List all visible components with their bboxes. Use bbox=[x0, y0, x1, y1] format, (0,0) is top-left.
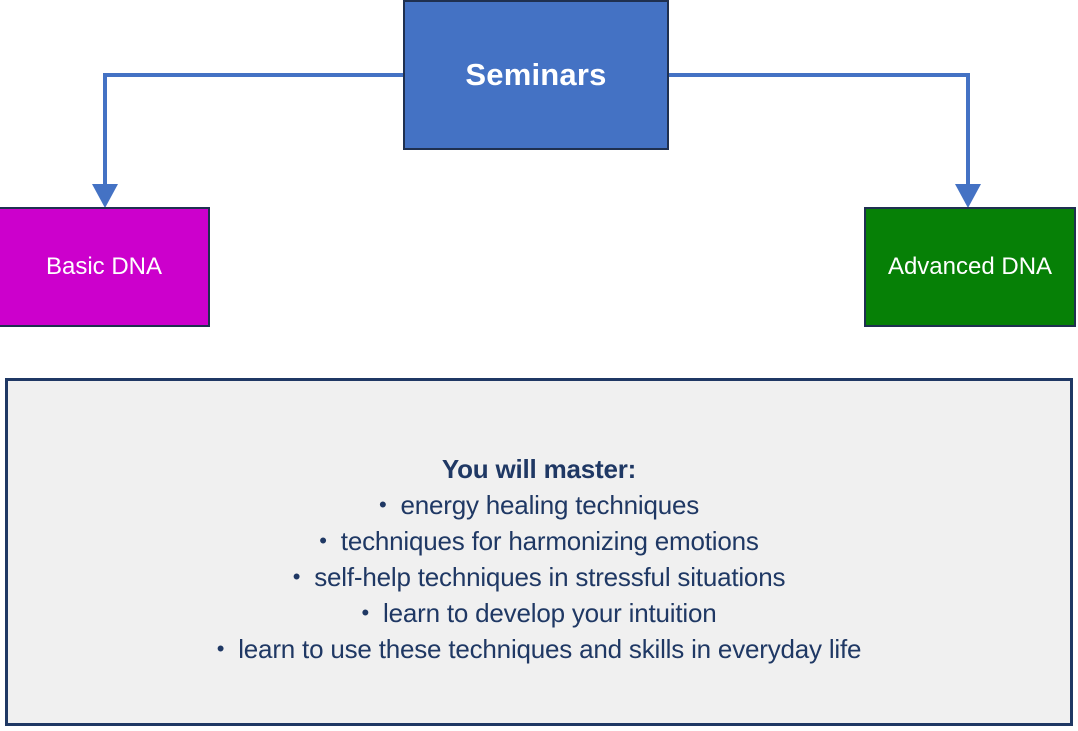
node-advanced-dna[interactable]: Advanced DNA bbox=[864, 207, 1076, 327]
info-panel: You will master: • energy healing techniq… bbox=[5, 378, 1073, 726]
node-seminars[interactable]: Seminars bbox=[403, 0, 669, 150]
node-seminars-label: Seminars bbox=[465, 57, 607, 93]
benefit-item-label: techniques for harmonizing emotions bbox=[340, 526, 759, 556]
info-panel-heading: You will master: bbox=[441, 454, 637, 484]
bullet-dot-icon: • bbox=[292, 564, 301, 589]
connector-seminars-to-advanced bbox=[669, 73, 970, 192]
bullet-dot-icon: • bbox=[319, 528, 327, 553]
benefit-item: • learn to develop your intuition bbox=[8, 595, 1070, 631]
bullet-dot-icon: • bbox=[216, 636, 225, 661]
bullet-dot-icon: • bbox=[361, 600, 370, 625]
benefit-item: • self-help techniques in stressful situa… bbox=[8, 559, 1070, 595]
benefit-item: • techniques for harmonizing emotions bbox=[8, 523, 1070, 559]
benefit-item: • energy healing techniques bbox=[8, 487, 1070, 523]
info-panel-content: You will master: • energy healing techniq… bbox=[8, 451, 1070, 667]
node-advanced-dna-label: Advanced DNA bbox=[887, 253, 1053, 281]
benefit-item: • learn to use these techniques and skill… bbox=[8, 631, 1070, 667]
benefits-list: • energy healing techniques • techniques fo… bbox=[8, 487, 1070, 667]
benefit-item-label: energy healing techniques bbox=[400, 490, 700, 520]
arrowhead-basic-dna bbox=[92, 184, 118, 208]
benefit-item-label: learn to use these techniques and skills… bbox=[238, 634, 862, 664]
node-basic-dna-label: Basic DNA bbox=[45, 253, 163, 281]
benefit-item-label: learn to develop your intuition bbox=[383, 598, 717, 628]
bullet-dot-icon: • bbox=[378, 492, 387, 517]
node-basic-dna[interactable]: Basic DNA bbox=[0, 207, 210, 327]
connector-seminars-to-basic bbox=[103, 73, 403, 192]
benefit-item-label: self-help techniques in stressful situat… bbox=[314, 562, 786, 592]
arrowhead-advanced-dna bbox=[955, 184, 981, 208]
